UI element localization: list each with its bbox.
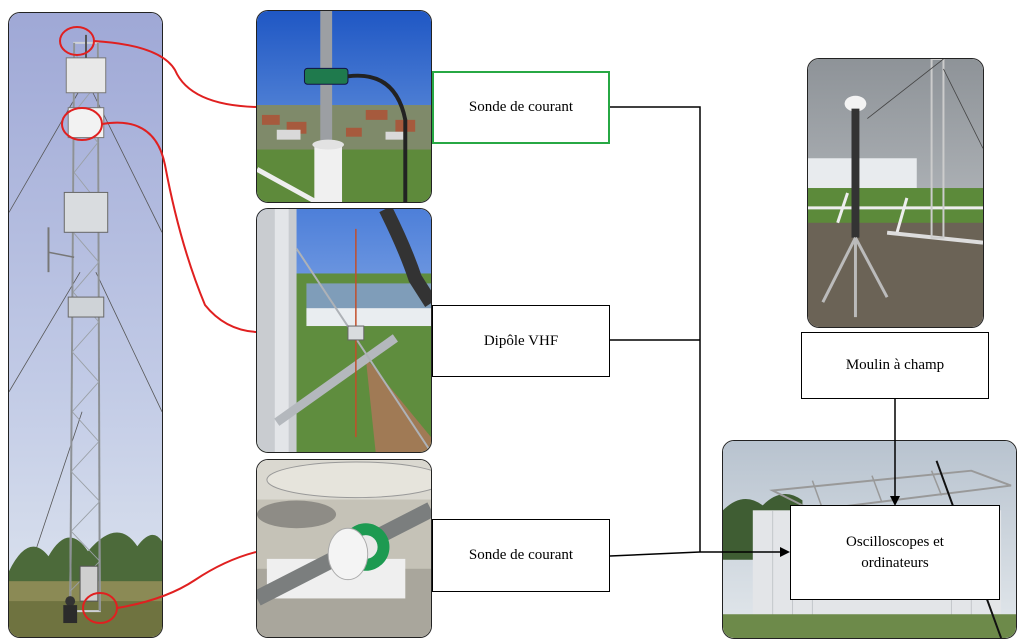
connector-probe-top xyxy=(610,106,701,552)
acquisition-label-text: Oscilloscopes et ordinateurs xyxy=(846,534,944,571)
field-mill-photo xyxy=(807,58,984,328)
probe-bottom-label: Sonde de courant xyxy=(432,519,610,592)
field-mill-label-text: Moulin à champ xyxy=(845,357,945,374)
field-mill-label: Moulin à champ xyxy=(801,332,989,399)
connector-probe-bottom xyxy=(609,551,701,557)
tower-photo xyxy=(8,12,163,638)
probe-bottom-photo xyxy=(256,459,432,638)
dipole-photo xyxy=(256,208,432,453)
acquisition-label: Oscilloscopes et ordinateurs xyxy=(790,505,1000,600)
probe-bottom-label-text: Sonde de courant xyxy=(468,547,574,564)
probe-top-label-text: Sonde de courant xyxy=(468,99,574,116)
probe-top-label: Sonde de courant xyxy=(432,71,610,144)
probe-top-photo xyxy=(256,10,432,203)
dipole-label: Dipôle VHF xyxy=(432,305,610,377)
dipole-label-text: Dipôle VHF xyxy=(483,332,559,349)
